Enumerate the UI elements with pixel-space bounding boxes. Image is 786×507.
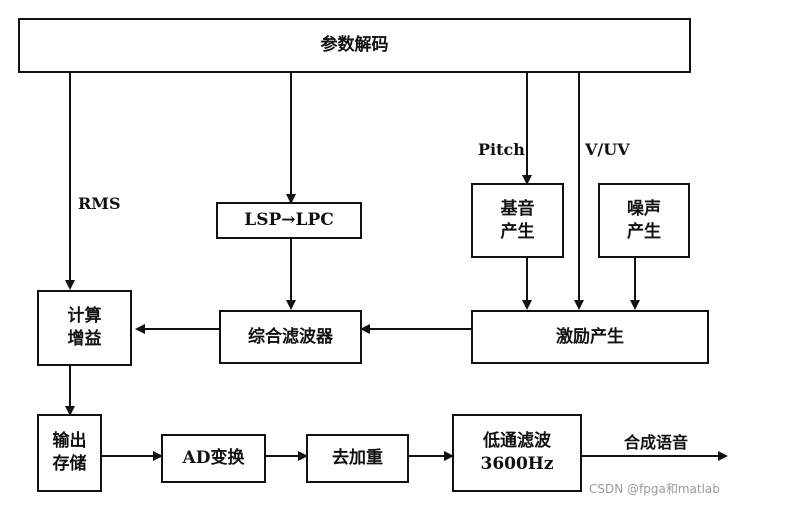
noise-gen-block: 噪声 产生 [598,183,690,258]
pitch-gen-label-line1: 基音 [500,198,535,219]
de-emphasis-block: 去加重 [306,434,409,483]
de-emphasis-label: 去加重 [332,448,383,469]
vuv-label: V/UV [585,140,630,159]
calc-gain-label-line1: 计算 [67,306,102,327]
param-decode-label: 参数解码 [320,35,389,56]
lsp-lpc-label: LSP→LPC [244,210,334,231]
param-decode-block: 参数解码 [18,18,691,73]
noise-gen-label-line1: 噪声 [627,198,661,219]
rms-label: RMS [78,194,121,213]
calc-gain-block: 计算 增益 [37,290,132,366]
lowpass-label-line1: 低通滤波 [483,431,551,452]
output-store-label-line2: 存储 [52,454,87,474]
ad-convert-label: AD变换 [182,448,245,469]
excitation-block: 激励产生 [471,310,709,364]
noise-gen-label-line2: 产生 [627,221,661,242]
csdn-watermark: CSDN @fpga和matlab [589,482,720,496]
lowpass-label-line2: 3600Hz [480,454,554,474]
calc-gain-label-line2: 增益 [67,329,102,349]
output-store-block: 输出 存储 [37,414,102,492]
synth-filter-label: 综合滤波器 [248,326,333,347]
ad-convert-block: AD变换 [161,434,266,483]
output-store-label-line1: 输出 [52,431,87,452]
synthesized-speech-label: 合成语音 [624,433,689,452]
lsp-lpc-block: LSP→LPC [216,202,362,239]
synth-filter-block: 综合滤波器 [219,310,362,364]
pitch-gen-label-line2: 产生 [500,221,535,242]
excitation-label: 激励产生 [556,326,624,347]
pitch-gen-block: 基音 产生 [471,183,564,258]
lowpass-block: 低通滤波 3600Hz [452,414,582,492]
pitch-label: Pitch [478,140,525,159]
